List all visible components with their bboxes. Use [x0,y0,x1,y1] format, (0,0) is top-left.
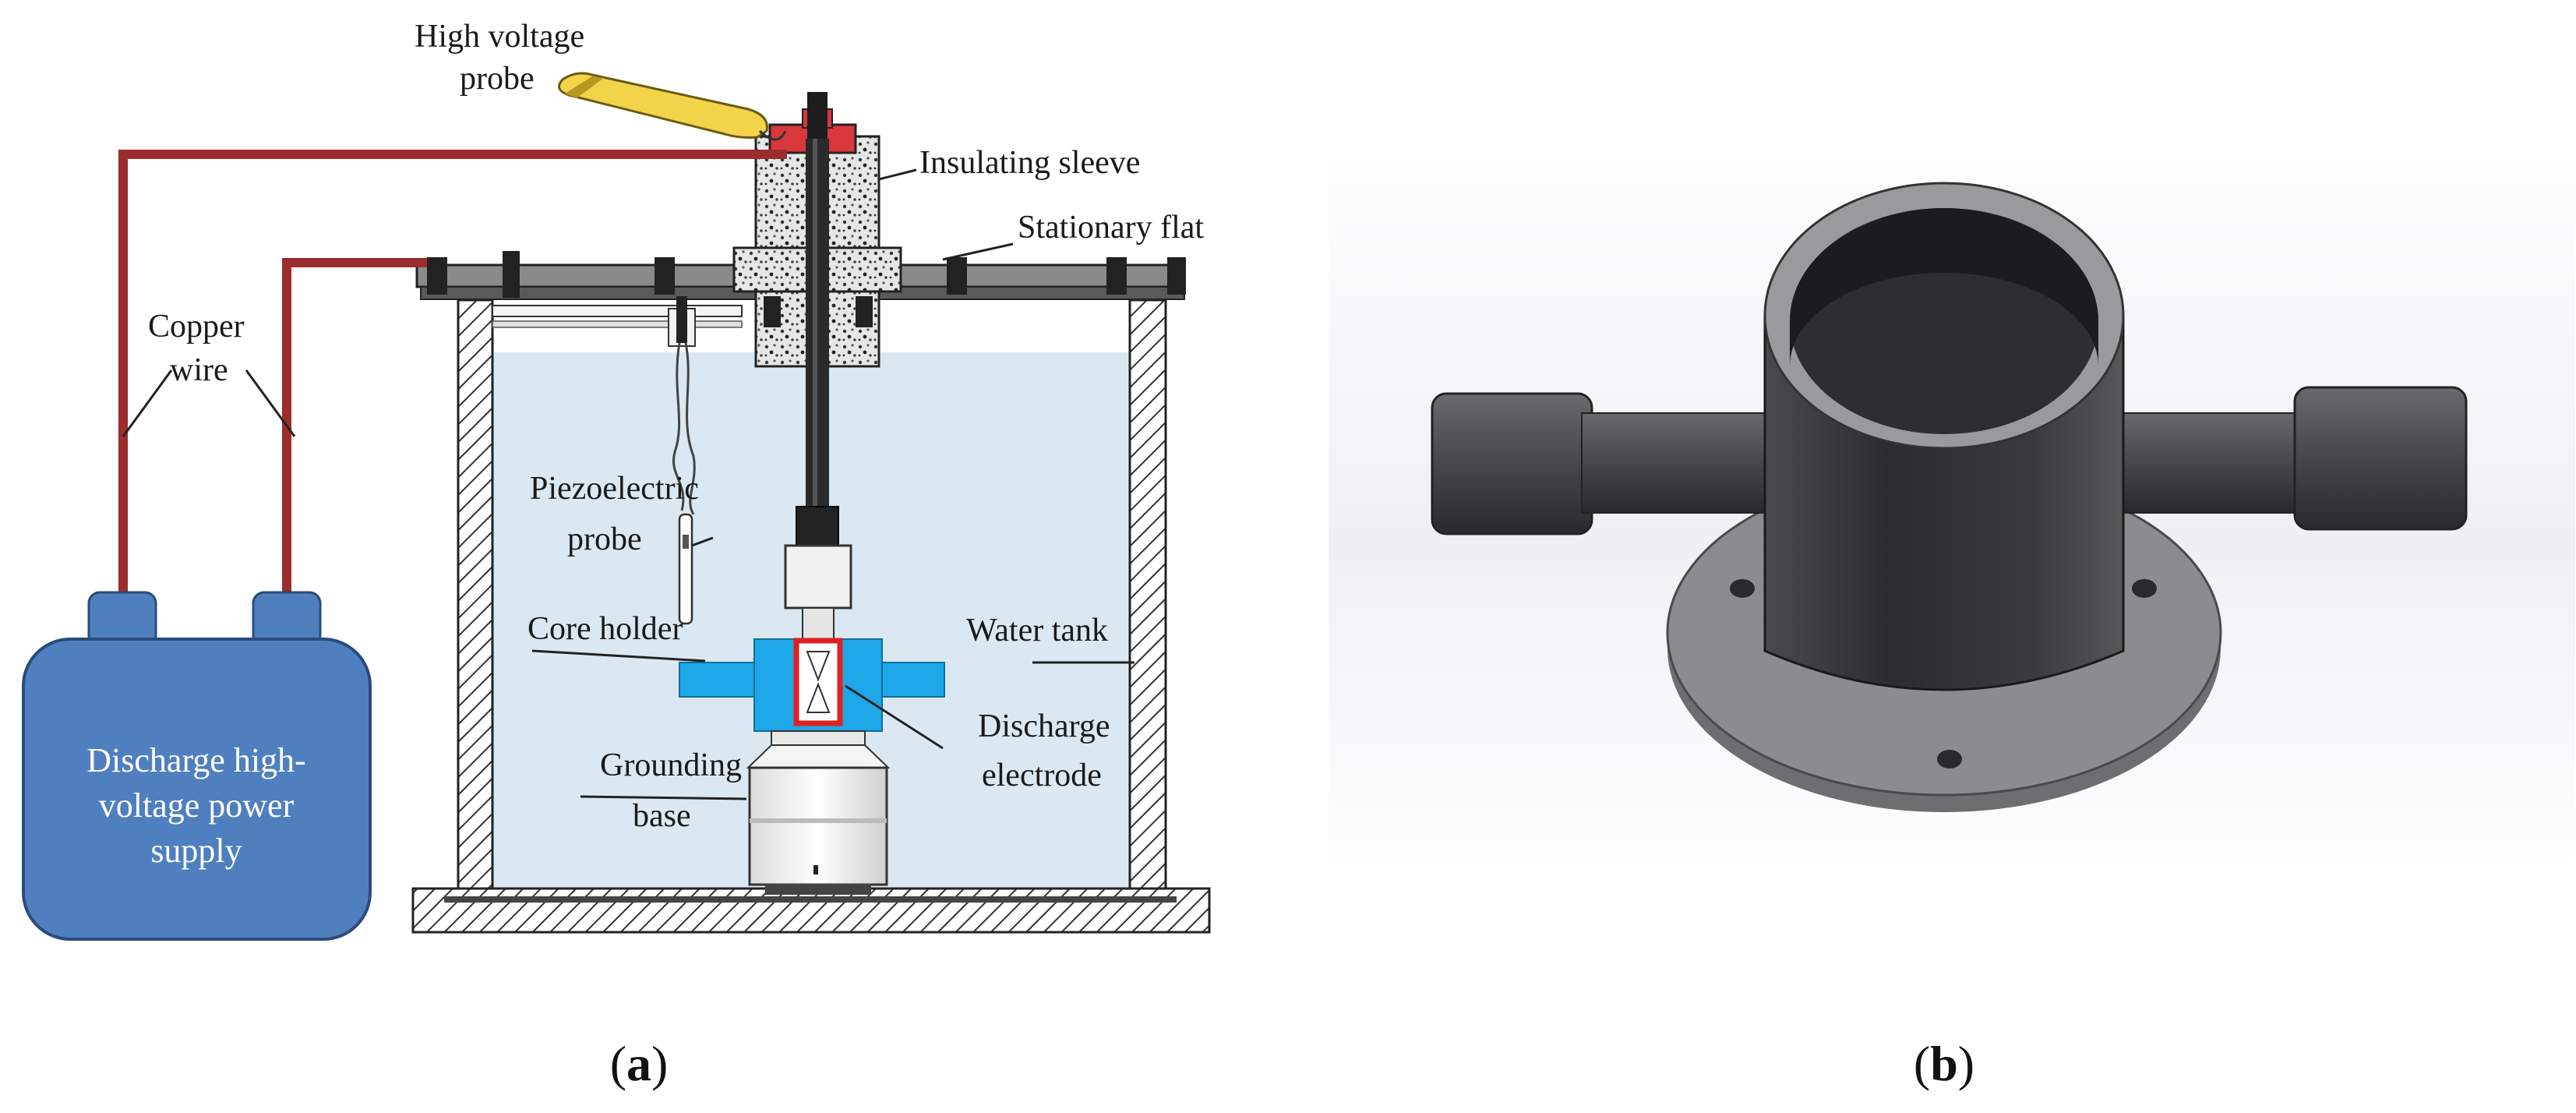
support-rod-lower [492,320,743,328]
label-piezo-1: Piezoelectric [530,471,699,507]
grounding-base-ring [750,818,887,823]
label-grounding-1: Grounding [600,747,742,783]
grounding-base-top [771,730,866,746]
caption-a: (a) [610,1036,669,1091]
right-arm-cap [2293,386,2468,531]
leader-lines [122,168,1134,800]
piezo-probe-clamp [676,296,687,343]
label-discharge-2: electrode [982,758,1102,793]
caption-b-letter: b [1930,1036,1958,1091]
upper-electrode-housing [784,544,852,610]
grounding-base-foot [765,884,871,895]
power-supply-label-3: supply [150,832,242,870]
lid-bolts [427,251,1186,298]
tank-base [411,887,1211,934]
cylinder-inner-shadow [1790,208,2098,366]
copper-wire-inner [282,258,427,592]
central-rod-top [807,92,827,139]
tank-left-wall [457,299,494,906]
flange-hole-right [2132,579,2157,598]
grounding-base-shoulder [746,744,891,768]
sleeve-bolt-right [856,296,873,327]
high-voltage-probe-lead [758,129,787,141]
label-copper-1: Copper [148,309,245,344]
upper-electrode-neck [802,607,835,640]
label-insulating-sleeve: Insulating sleeve [919,145,1140,181]
left-arm-cap [1431,392,1593,535]
tank-base-top [444,896,1177,903]
piezo-probe-cable [672,342,696,515]
label-piezo-2: probe [567,521,642,557]
sleeve-bolt-left [764,296,781,327]
grounding-base-mark [813,865,818,874]
piezo-probe-body [678,513,693,625]
label-copper-2: wire [170,352,228,388]
central-rod-highlight [813,139,817,513]
label-water-tank: Water tank [966,613,1108,648]
panel-a-diagram: Discharge high- voltage power supply Hig… [22,19,1211,941]
support-rod [492,305,743,317]
flange-hole-left [1730,579,1755,598]
caption-a-letter: a [626,1036,651,1091]
panel-b-rendering [1329,117,2575,896]
left-arm-tube [1581,412,1770,514]
discharge-electrode-frame [793,638,843,726]
discharge-electrode-gap [806,651,831,713]
label-discharge-1: Discharge [978,708,1110,744]
high-voltage-probe-band [565,76,604,98]
label-core-holder: Core holder [528,611,683,647]
tank-right-wall [1128,299,1167,906]
piezo-probe-tip [683,535,689,549]
label-high-voltage-2: probe [460,61,535,97]
label-grounding-2: base [633,798,691,834]
high-voltage-probe-body [558,72,768,139]
power-supply-box [22,638,372,941]
label-stationary-flat: Stationary flat [1018,210,1204,246]
label-high-voltage-1: High voltage [415,19,584,55]
caption-b: (b) [1914,1036,1974,1091]
power-supply-label-1: Discharge high- [86,741,305,779]
flange-hole-bottom [1937,750,1962,768]
rod-connector [796,506,839,546]
right-arm-tube [2119,412,2307,514]
power-supply-label-2: voltage power [99,786,295,825]
copper-wire-outer [118,150,787,592]
